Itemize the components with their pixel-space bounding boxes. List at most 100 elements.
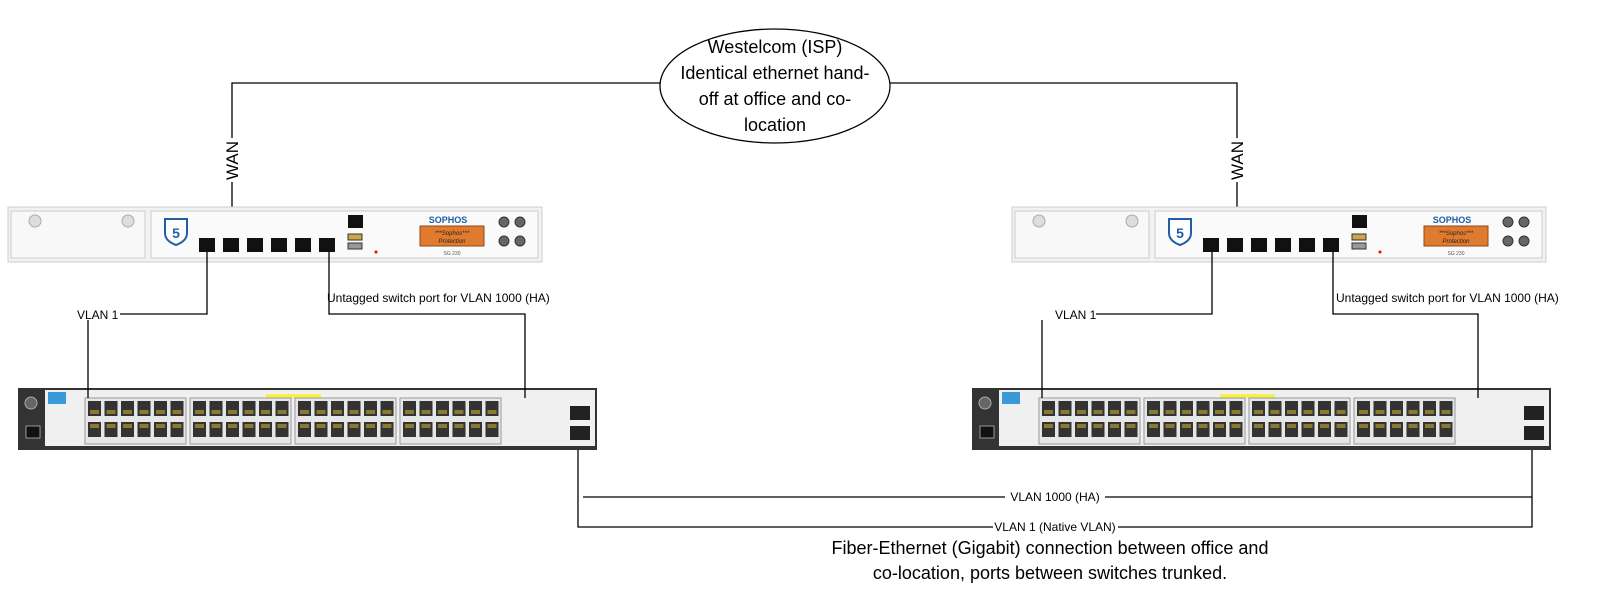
trunk-vlan1-link <box>577 450 1533 528</box>
port-contacts <box>1287 410 1296 414</box>
port-contacts <box>471 424 480 428</box>
port-contacts <box>211 424 221 428</box>
hp-logo-icon <box>24 396 38 410</box>
switch-left <box>18 388 597 450</box>
wan-label-right: WAN <box>1228 141 1247 180</box>
port-contacts <box>421 410 431 414</box>
button-icon <box>498 216 510 228</box>
port-contacts <box>1425 424 1434 428</box>
port-contacts <box>1287 424 1296 428</box>
port-contacts <box>1110 410 1119 414</box>
port-contacts <box>1270 424 1280 428</box>
port-group <box>399 397 502 445</box>
usb-port <box>1351 233 1367 241</box>
port-contacts <box>1149 410 1158 414</box>
port-contacts <box>438 410 447 414</box>
port-contacts <box>471 410 480 414</box>
lcd-line-1: ***Sophos*** <box>435 231 470 237</box>
button-icon <box>514 235 526 247</box>
trunk-vlan1-label: VLAN 1 (Native VLAN) <box>994 520 1115 534</box>
lcd-display <box>419 225 485 247</box>
port-contacts <box>349 410 359 414</box>
poe-label <box>1220 394 1275 398</box>
port-contacts <box>382 424 392 428</box>
port-contacts <box>333 410 342 414</box>
port-contacts <box>106 424 116 428</box>
port-contacts <box>244 424 254 428</box>
port-contacts <box>261 410 270 414</box>
console-port <box>348 215 363 228</box>
port-contacts <box>1110 424 1119 428</box>
caption-line-1: Fiber-Ethernet (Gigabit) connection betw… <box>832 538 1269 558</box>
port-contacts <box>1320 410 1329 414</box>
port-contacts <box>1044 424 1053 428</box>
switch-right <box>972 388 1551 450</box>
ethernet-port <box>1251 238 1267 252</box>
port-contacts <box>1231 410 1241 414</box>
ethernet-port <box>319 238 335 252</box>
poe-label <box>266 394 321 398</box>
label-sticker <box>48 392 66 404</box>
port-contacts <box>333 424 342 428</box>
port-contacts <box>277 424 287 428</box>
port-contacts <box>454 424 464 428</box>
port-contacts <box>1060 410 1070 414</box>
shield-glyph: 5 <box>1176 225 1184 241</box>
port-contacts <box>1077 410 1086 414</box>
hp-logo-icon <box>978 396 992 410</box>
port-contacts <box>123 410 132 414</box>
vlan1-link-right <box>1096 252 1213 315</box>
vlan1-link-left <box>120 252 208 315</box>
port-contacts <box>156 424 165 428</box>
button-icon <box>1518 216 1530 228</box>
caption-line-2: co-location, ports between switches trun… <box>873 563 1227 583</box>
console-port <box>25 425 41 439</box>
ha-label-right: Untagged switch port for VLAN 1000 (HA) <box>1336 291 1559 305</box>
lcd-line-1: ***Sophos*** <box>1439 231 1474 237</box>
ethernet-port <box>1227 238 1243 252</box>
wan-link-right <box>890 82 1238 240</box>
port-contacts <box>1320 424 1329 428</box>
port-contacts <box>1182 424 1191 428</box>
port-contacts <box>1182 410 1191 414</box>
port-group <box>1248 397 1351 445</box>
ethernet-port <box>247 238 263 252</box>
port-contacts <box>211 410 221 414</box>
wan-link-left <box>231 82 660 240</box>
port-contacts <box>1093 424 1103 428</box>
port-contacts <box>172 410 182 414</box>
port-contacts <box>1336 424 1346 428</box>
sophos-shield-icon <box>1168 218 1192 247</box>
port-contacts <box>487 410 497 414</box>
isp-line-1: Westelcom (ISP) <box>708 37 843 57</box>
port-contacts <box>487 424 497 428</box>
port-contacts <box>195 424 204 428</box>
port-contacts <box>1215 424 1224 428</box>
ha-label-left: Untagged switch port for VLAN 1000 (HA) <box>327 291 550 305</box>
port-contacts <box>228 424 237 428</box>
port-contacts <box>1336 410 1346 414</box>
port-group <box>189 397 292 445</box>
port-contacts <box>139 410 149 414</box>
ethernet-port <box>223 238 239 252</box>
port-group <box>294 397 397 445</box>
lcd-line-2: Protection <box>1442 239 1470 245</box>
port-group <box>84 397 187 445</box>
port-contacts <box>139 424 149 428</box>
port-group <box>1353 397 1456 445</box>
port-contacts <box>1441 410 1451 414</box>
button-icon <box>1502 216 1514 228</box>
button-icon <box>514 216 526 228</box>
ethernet-port <box>1299 238 1315 252</box>
usb-port <box>1351 242 1367 250</box>
console-port <box>1352 215 1367 228</box>
led-icon <box>1378 250 1382 254</box>
ha-link-right <box>1332 252 1479 398</box>
port-contacts <box>1126 410 1136 414</box>
sfp-port <box>570 426 590 440</box>
port-contacts <box>1375 410 1385 414</box>
port-contacts <box>300 424 309 428</box>
ethernet-port <box>1203 238 1219 252</box>
